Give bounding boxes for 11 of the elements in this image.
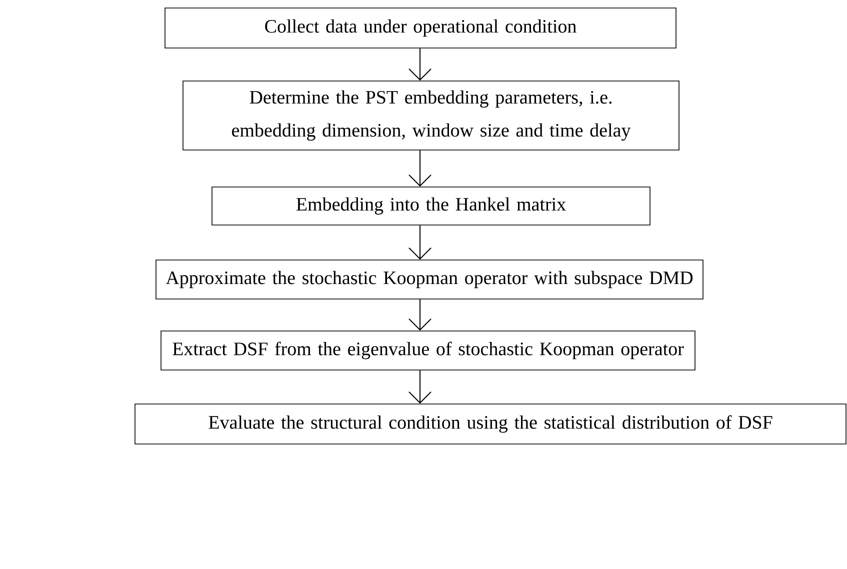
- process-box: Determine the PST embedding parameters, i.e. embedding dimension, window size and time delay: [182, 80, 680, 150]
- arrow: [408, 224, 432, 260]
- arrow: [408, 48, 432, 81]
- process-box: Embedding into the Hankel matrix: [212, 186, 650, 226]
- process-box: Approximate the stochastic Koopman operator with subspace DMD: [156, 260, 704, 300]
- process-box: Extract DSF from the eigenvalue of stochastic Koopman operator: [160, 330, 696, 370]
- arrow: [408, 150, 432, 187]
- process-box: Collect data under operational condition: [164, 8, 676, 48]
- process-box: Evaluate the structural condition using the statistical distribution of DSF: [134, 404, 846, 444]
- arrow: [408, 298, 432, 331]
- arrow: [408, 370, 432, 404]
